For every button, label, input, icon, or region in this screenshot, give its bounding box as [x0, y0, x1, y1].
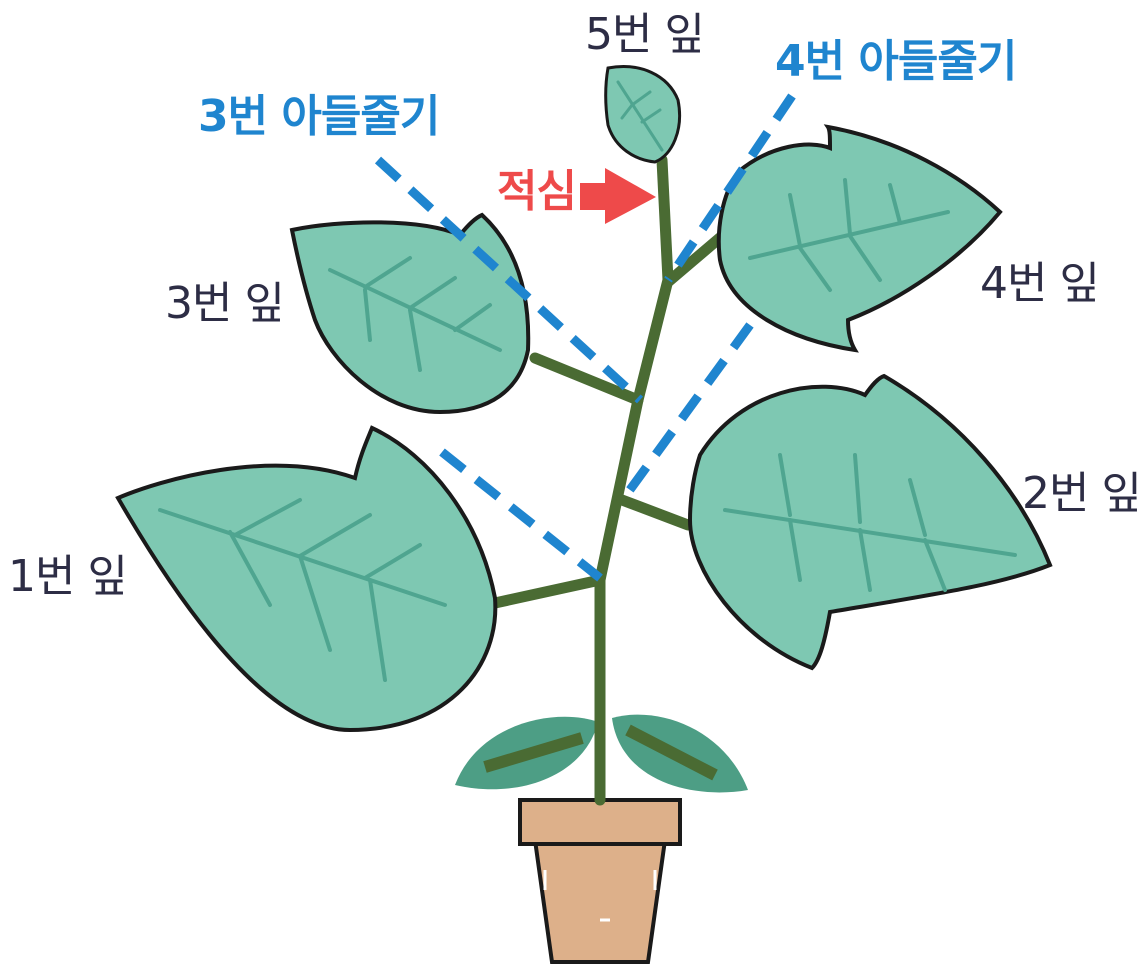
leaf-3	[292, 215, 528, 412]
leaf-5-label: 5번 잎	[585, 13, 704, 57]
leaf-3-label: 3번 잎	[165, 282, 284, 326]
branch-3-label: 3번 아들줄기	[198, 95, 439, 139]
branch-4-label: 4번 아들줄기	[775, 40, 1016, 84]
leaf-2	[690, 376, 1050, 668]
pinch-label: 적심	[497, 170, 576, 214]
leaf-4	[719, 127, 1000, 350]
flower-pot	[520, 800, 680, 962]
leaf-1	[118, 428, 495, 730]
leaf-4-label: 4번 잎	[980, 262, 1099, 306]
pinch-arrow-icon	[580, 168, 656, 224]
leaf-5	[606, 67, 680, 162]
leaf-2-label: 2번 잎	[1022, 472, 1141, 516]
leaf-1-label: 1번 잎	[8, 555, 127, 599]
